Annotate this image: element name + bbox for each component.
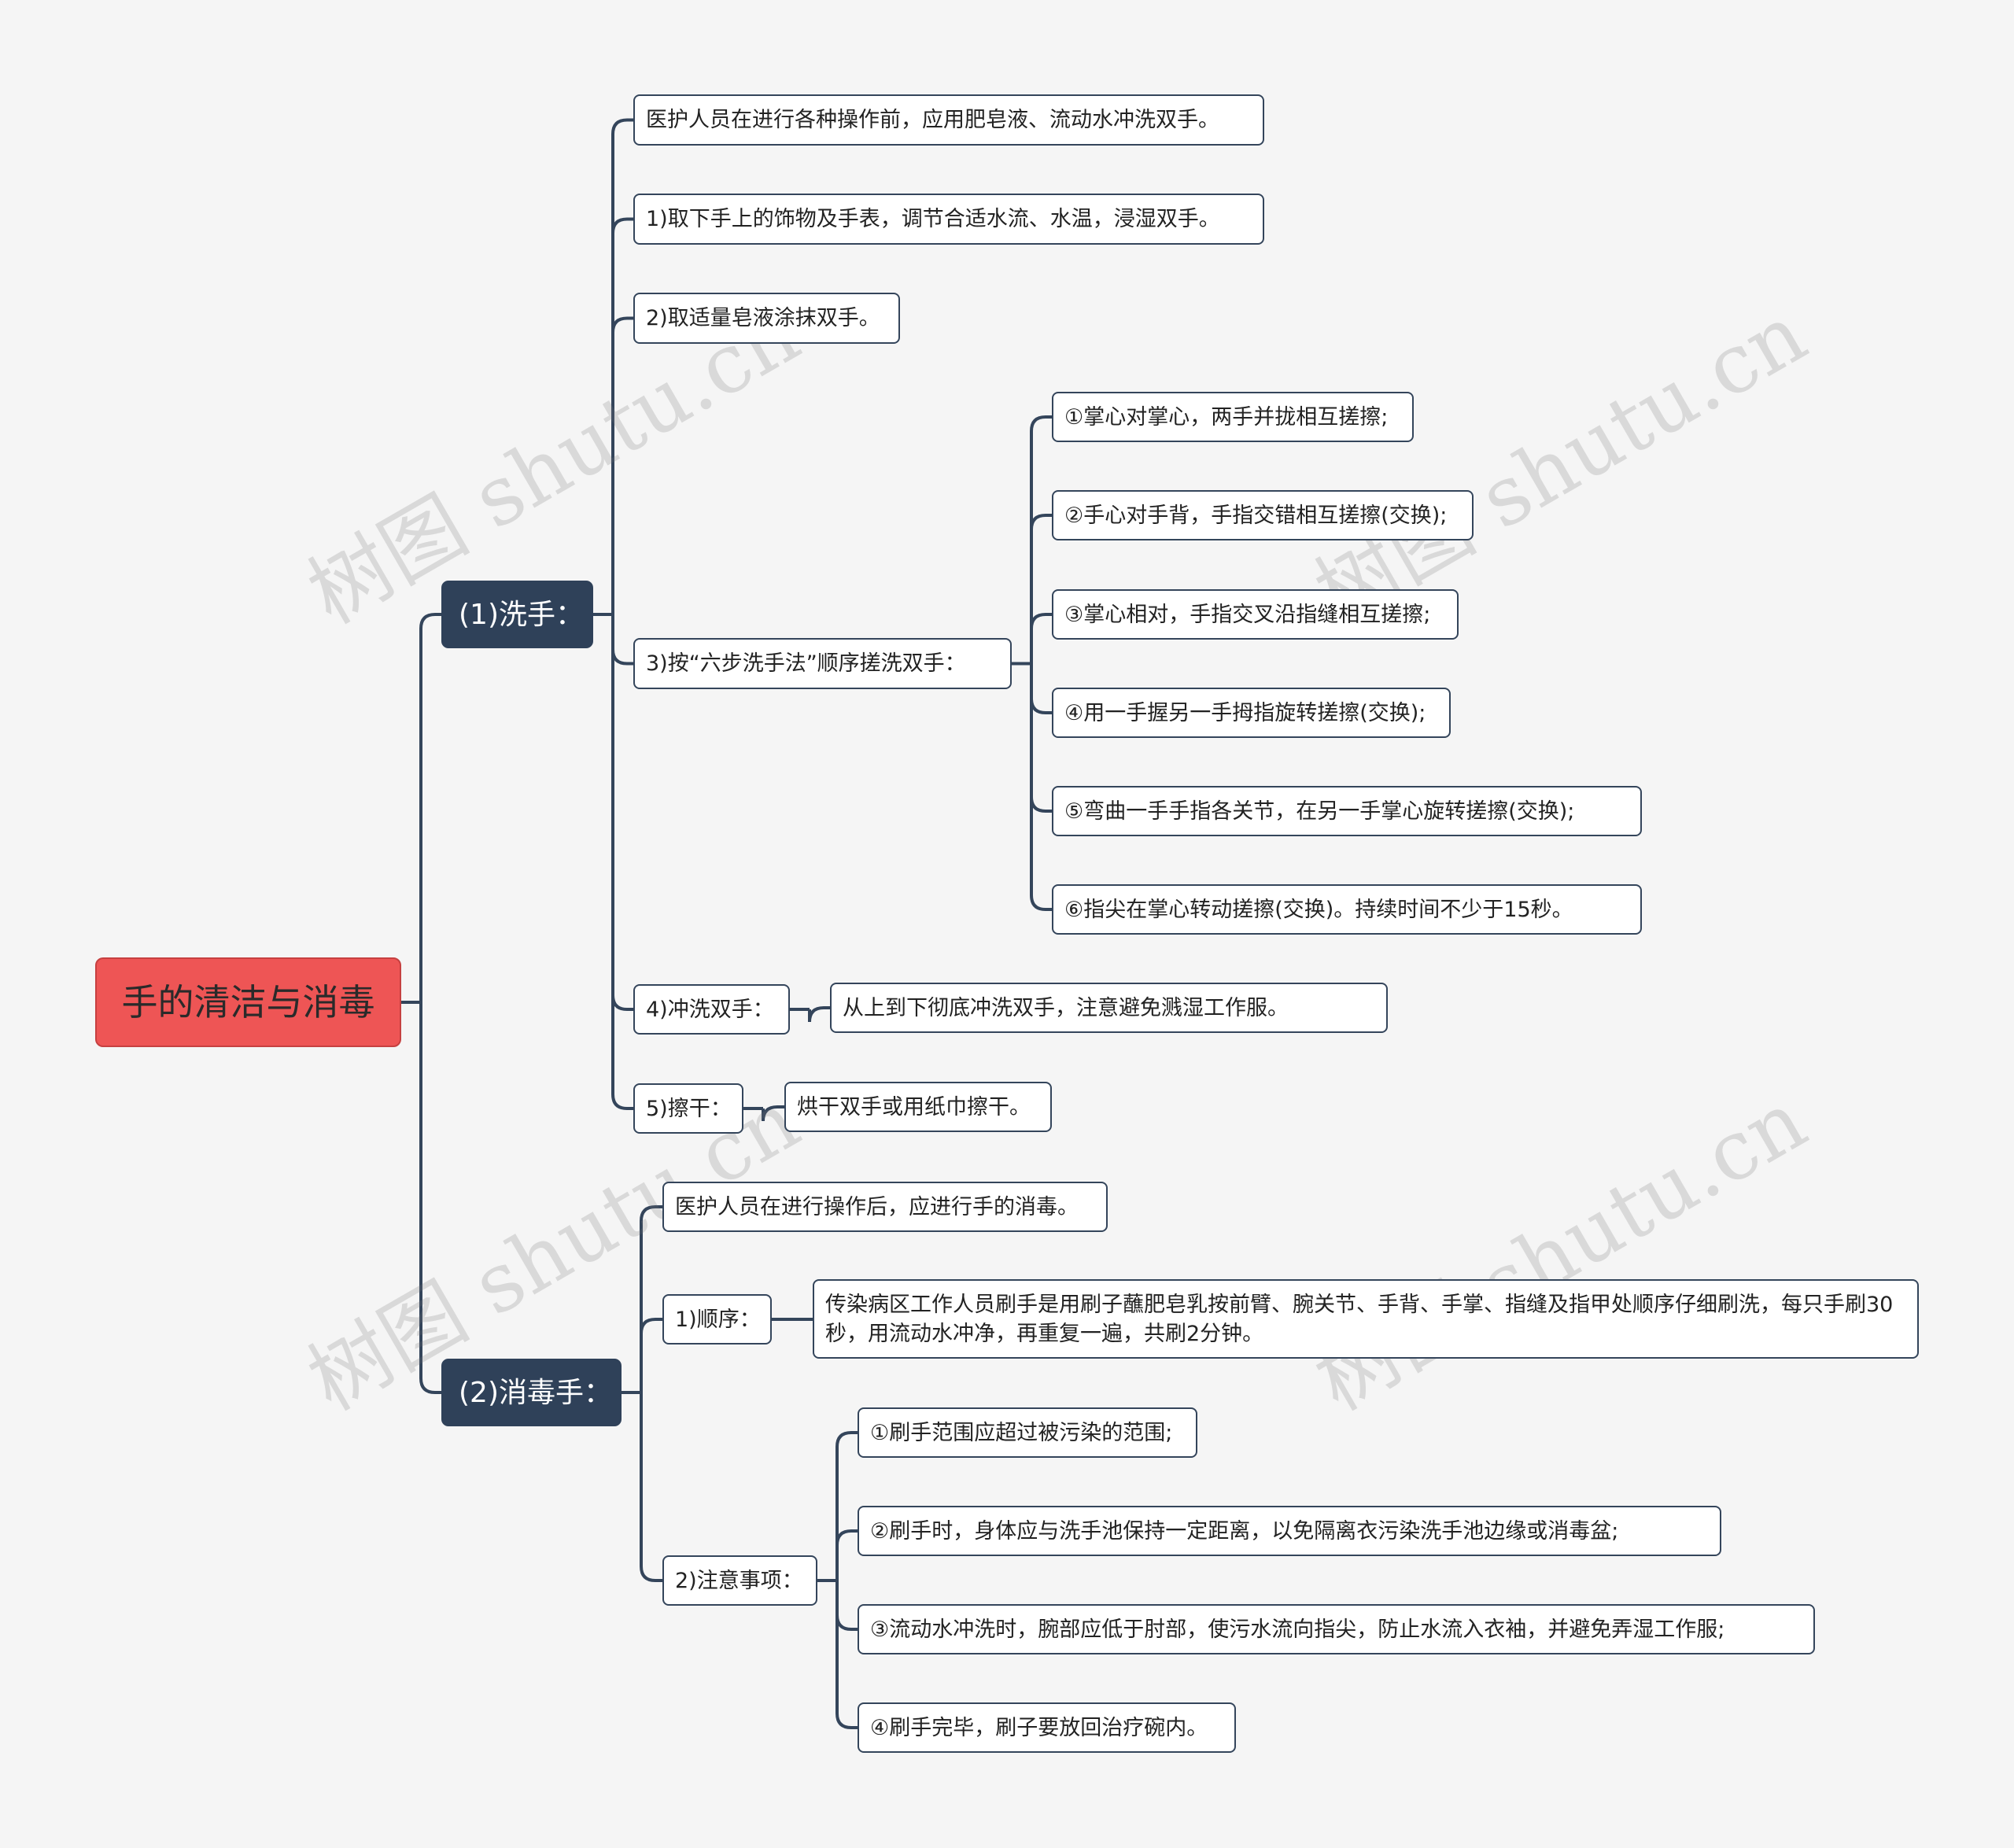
connector-line (640, 1318, 662, 1392)
connector-line (611, 614, 633, 666)
disinfect-order-node[interactable]: 1)顺序： (662, 1294, 772, 1345)
connector-line (611, 217, 633, 614)
connector-line (835, 1431, 858, 1581)
six-step-item[interactable]: ④用一手握另一手拇指旋转搓擦(交换); (1052, 688, 1451, 738)
six-step-item[interactable]: ②手心对手背，手指交错相互搓擦(交换); (1052, 490, 1474, 540)
connector-line (835, 1581, 858, 1631)
six-step-item[interactable]: ⑤弯曲一手手指各关节，在另一手掌心旋转搓擦(交换); (1052, 786, 1642, 836)
connector-line (808, 1006, 830, 1023)
root-topic[interactable]: 手的清洁与消毒 (95, 957, 401, 1047)
connector-line (1030, 663, 1052, 911)
connector-line (835, 1529, 858, 1581)
wash-step4-detail[interactable]: 从上到下彻底冲洗双手，注意避免溅湿工作服。 (830, 983, 1388, 1033)
branch-hand-washing[interactable]: (1)洗手： (441, 581, 593, 648)
wash-step2-node[interactable]: 2)取适量皂液涂抹双手。 (633, 293, 900, 344)
branch-hand-disinfection[interactable]: (2)消毒手： (441, 1359, 622, 1426)
wash-step3-node[interactable]: 3)按“六步洗手法”顺序搓洗双手： (633, 638, 1012, 689)
notes-item[interactable]: ①刷手范围应超过被污染的范围; (858, 1407, 1197, 1458)
connector-line (762, 1105, 784, 1122)
connector-line (1030, 663, 1052, 714)
connector-line (640, 1392, 662, 1582)
notes-item[interactable]: ③流动水冲洗时，腕部应低于肘部，使污水流向指尖，防止水流入衣袖，并避免弄湿工作服… (858, 1604, 1815, 1654)
connector-line (611, 614, 633, 1110)
six-step-item[interactable]: ①掌心对掌心，两手并拢相互搓擦; (1052, 392, 1414, 442)
connector-line (1030, 415, 1052, 664)
connector-line (640, 1205, 662, 1392)
connector-line (1030, 514, 1052, 664)
connector-line (611, 614, 633, 1011)
six-step-item[interactable]: ③掌心相对，手指交叉沿指缝相互搓擦; (1052, 589, 1459, 640)
connector-line (611, 118, 633, 614)
wash-intro-node[interactable]: 医护人员在进行各种操作前，应用肥皂液、流动水冲洗双手。 (633, 94, 1264, 146)
connector-line (1030, 613, 1052, 664)
disinfect-intro-node[interactable]: 医护人员在进行操作后，应进行手的消毒。 (662, 1182, 1108, 1232)
wash-step1-node[interactable]: 1)取下手上的饰物及手表，调节合适水流、水温，浸湿双手。 (633, 194, 1264, 245)
wash-step5-node[interactable]: 5)擦干： (633, 1083, 743, 1134)
six-step-item[interactable]: ⑥指尖在掌心转动搓擦(交换)。持续时间不少于15秒。 (1052, 884, 1642, 935)
wash-step5-detail[interactable]: 烘干双手或用纸巾擦干。 (784, 1082, 1052, 1132)
connector-line (835, 1581, 858, 1729)
notes-item[interactable]: ④刷手完毕，刷子要放回治疗碗内。 (858, 1702, 1236, 1753)
disinfect-order-detail[interactable]: 传染病区工作人员刷手是用刷子蘸肥皂乳按前臂、腕关节、手背、手掌、指缝及指甲处顺序… (813, 1279, 1919, 1359)
connector-line (419, 1002, 441, 1394)
connector-line (419, 613, 441, 1002)
disinfect-notes-node[interactable]: 2)注意事项： (662, 1555, 817, 1606)
notes-item[interactable]: ②刷手时，身体应与洗手池保持一定距离，以免隔离衣污染洗手池边缘或消毒盆; (858, 1506, 1721, 1556)
connector-line (611, 316, 633, 614)
connector-line (1030, 663, 1052, 813)
wash-step4-node[interactable]: 4)冲洗双手： (633, 984, 790, 1035)
